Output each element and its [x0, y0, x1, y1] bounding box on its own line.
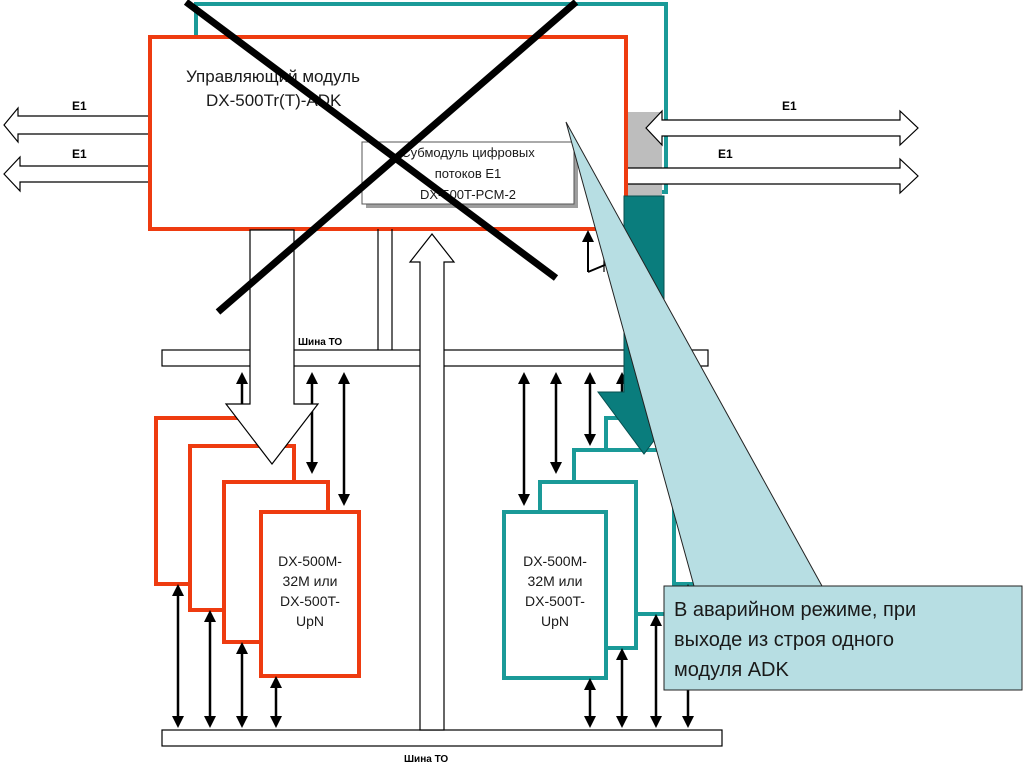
control-module-title: Управляющий модуль [186, 67, 360, 86]
failed-module-cross [183, 0, 579, 315]
svg-text:E1: E1 [72, 147, 87, 161]
svg-text:E1: E1 [718, 147, 733, 161]
left-module-line1: DX-500M- [278, 553, 342, 569]
right-module-line1: DX-500M- [523, 553, 587, 569]
callout-line1: В аварийном режиме, при [674, 599, 916, 621]
callout-box [663, 585, 1023, 691]
submodule-line1: Субмодуль цифровых [401, 145, 535, 160]
upward-hollow-arrow [408, 233, 456, 731]
right-module-line4: UpN [541, 613, 569, 629]
hollow-down-arrow [224, 229, 320, 465]
svg-text:E1: E1 [72, 99, 87, 113]
e1-link-left-top: E1 [3, 99, 151, 144]
bottom-bus [161, 729, 723, 747]
right-module-line2: 32M или [528, 573, 583, 589]
bottom-connectors-left [172, 584, 282, 728]
left-module-stack: DX-500M- 32M или DX-500T- UpN [154, 416, 361, 678]
left-module-line3: DX-500T- [280, 593, 340, 609]
right-module-line3: DX-500T- [525, 593, 585, 609]
left-module-line4: UpN [296, 613, 324, 629]
callout-line3: модуля ADK [674, 659, 790, 681]
submodule-line2: потоков E1 [435, 166, 502, 181]
top-bus-label: Шина ТО [298, 337, 342, 348]
bottom-bus-label: Шина ТО [404, 754, 448, 765]
e1-link-right-top: E1 [645, 99, 919, 147]
svg-text:E1: E1 [782, 99, 797, 113]
left-module-line2: 32M или [283, 573, 338, 589]
callout-line2: выходе из строя одного [674, 629, 894, 651]
